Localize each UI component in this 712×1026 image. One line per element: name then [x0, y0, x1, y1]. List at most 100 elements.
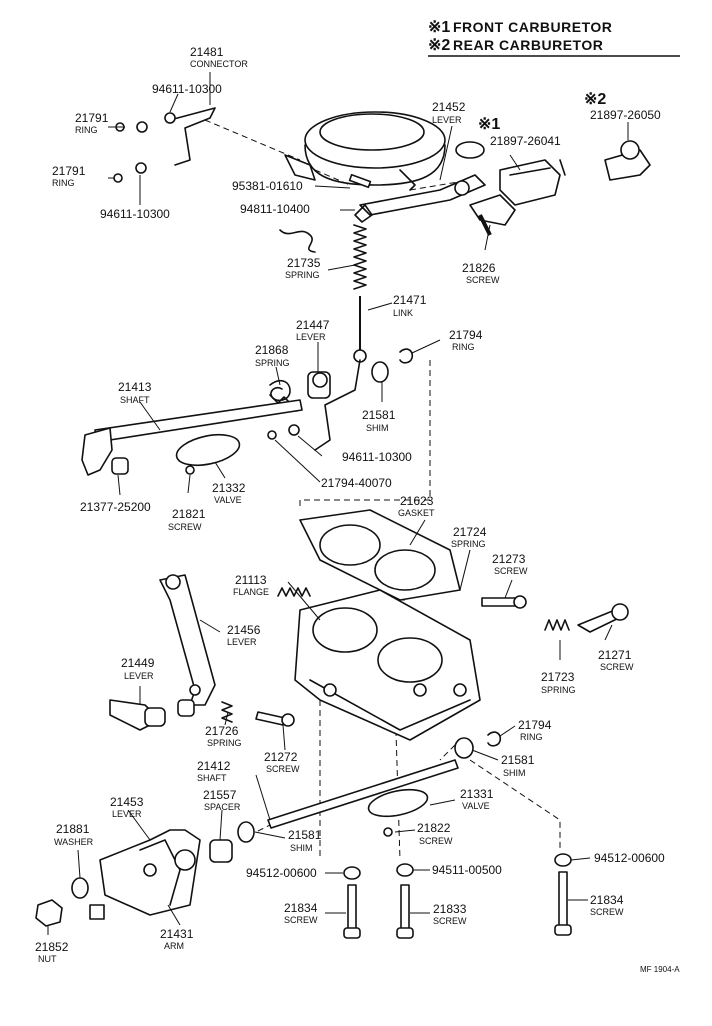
callout-21447-name: LEVER: [296, 332, 326, 342]
callout-21557-number: 21557: [203, 788, 237, 802]
callout-21791-b-number: 21791: [52, 164, 86, 178]
callout-21623-number: 21623: [400, 494, 434, 508]
callout-21452-name: LEVER: [432, 115, 462, 125]
callout-21447-number: 21447: [296, 318, 330, 332]
shaft-21412-part: [267, 759, 459, 837]
callout-21833-number: 21833: [433, 902, 467, 916]
callout-21471-number: 21471: [393, 293, 427, 307]
callout-21581-a-number: 21581: [362, 408, 396, 422]
callout-21581-c-number: 21581: [288, 828, 322, 842]
legend-line-1: FRONT CARBURETOR: [453, 19, 612, 35]
connector-part: [113, 107, 216, 183]
bracket-front-part: [499, 159, 566, 206]
spring-21735-part: [314, 224, 367, 451]
callout-21581-b-number: 21581: [501, 753, 535, 767]
callout-21331-number: 21331: [460, 787, 494, 801]
callout-21481-number: 21481: [190, 45, 224, 59]
assembly-lines: [204, 119, 561, 861]
callout-21453-number: 21453: [110, 795, 144, 809]
callout-21581-c-name: SHIM: [290, 843, 313, 853]
callout-21822-number: 21822: [417, 821, 451, 835]
legend: ※1 FRONT CARBURETOR ※2 REAR CARBURETOR: [428, 19, 680, 57]
callout-21724-name: SPRING: [451, 539, 486, 549]
carburetor-top: [279, 111, 485, 253]
legend-mark-2: ※2: [428, 37, 450, 54]
callout-21821-number: 21821: [172, 507, 206, 521]
callout-21449-number: 21449: [121, 656, 155, 670]
callout-21452-number: 21452: [432, 100, 466, 114]
callout-21834-a-name: SCREW: [284, 915, 318, 925]
callout-21413-number: 21413: [118, 380, 152, 394]
callout-21271-name: SCREW: [600, 662, 634, 672]
callout-21852-name: NUT: [38, 954, 57, 964]
callout-21623-name: GASKET: [398, 508, 435, 518]
callout-21735-number: 21735: [287, 256, 321, 270]
callout-21449-name: LEVER: [124, 671, 154, 681]
callout-21271-number: 21271: [598, 648, 632, 662]
flange-springs-screws-part: [277, 587, 629, 633]
callout-21113-name: FLANGE: [233, 587, 269, 597]
callout-21791-a-number: 21791: [75, 111, 109, 125]
shaft-21413-part: [81, 399, 303, 476]
callout-94611-a-number: 94611-10300: [152, 82, 222, 96]
flange-part: [294, 589, 481, 741]
callout-21412-number: 21412: [197, 759, 231, 773]
callout-21791-a-name: RING: [75, 125, 98, 135]
callout-21581-b-name: SHIM: [503, 768, 526, 778]
callout-21557-name: SPACER: [204, 802, 241, 812]
callout-94512-a-number: 94512-00600: [246, 866, 317, 880]
lever-21456-part: [159, 574, 216, 706]
callout-21897-a-mark: ※1: [478, 116, 500, 133]
callout-21412-name: SHAFT: [197, 773, 227, 783]
callout-21826-name: SCREW: [466, 275, 500, 285]
callout-21471-name: LINK: [393, 308, 413, 318]
callout-21332-name: VALVE: [214, 495, 242, 505]
callout-21273-number: 21273: [492, 552, 526, 566]
legend-line-2: REAR CARBURETOR: [453, 37, 603, 53]
callout-94512-b-number: 94512-00600: [594, 851, 665, 865]
callout-21273-name: SCREW: [494, 566, 528, 576]
callout-21821-name: SCREW: [168, 522, 202, 532]
spring-screw-left-part: [221, 701, 295, 727]
callout-21868-number: 21868: [255, 343, 289, 357]
bracket-rear-part: [604, 140, 651, 181]
lever-arm-assembly-part: [35, 821, 255, 927]
callout-21794-c-name: RING: [520, 732, 543, 742]
callout-21431-number: 21431: [160, 927, 194, 941]
callout-21834-a-number: 21834: [284, 901, 318, 915]
callout-21822-name: SCREW: [419, 836, 453, 846]
callout-94511-number: 94511-00500: [432, 863, 502, 877]
callout-21413-name: SHAFT: [120, 395, 150, 405]
legend-mark-1: ※1: [428, 19, 450, 36]
callout-21735-name: SPRING: [285, 270, 320, 280]
callout-21726-number: 21726: [205, 724, 239, 738]
callout-21826-number: 21826: [462, 261, 496, 275]
callout-21868-name: SPRING: [255, 358, 290, 368]
lever-21452-part: [348, 173, 486, 223]
callout-21272-name: SCREW: [266, 764, 300, 774]
callout-21881-name: WASHER: [54, 837, 94, 847]
callout-21331-name: VALVE: [462, 801, 490, 811]
callout-21881-number: 21881: [56, 822, 90, 836]
callout-21456-name: LEVER: [227, 637, 257, 647]
leader-lines: [47, 72, 629, 935]
callout-21852-number: 21852: [35, 940, 69, 954]
callout-95381-number: 95381-01610: [232, 179, 303, 193]
callout-21724-number: 21724: [453, 525, 487, 539]
callout-21581-a-name: SHIM: [366, 423, 389, 433]
callout-21431-name: ARM: [164, 941, 184, 951]
footer-code: MF 1904-A: [640, 965, 680, 974]
callout-21794-b-number: 21794-40070: [321, 476, 392, 490]
callout-21794-c-number: 21794: [518, 718, 552, 732]
callouts: 21481 CONNECTOR 94611-10300 21791 RING 2…: [35, 45, 680, 974]
callout-21481-name: CONNECTOR: [190, 59, 248, 69]
callout-21113-number: 21113: [235, 573, 267, 587]
callout-21833-name: SCREW: [433, 916, 467, 926]
callout-21897-a-number: 21897-26041: [490, 134, 561, 148]
callout-21897-b-number: 21897-26050: [590, 108, 661, 122]
callout-21897-b-mark: ※2: [584, 91, 606, 108]
callout-21453-name: LEVER: [112, 809, 142, 819]
bottom-screws-part: [343, 853, 572, 939]
shim-ring-top-part: [371, 348, 414, 383]
